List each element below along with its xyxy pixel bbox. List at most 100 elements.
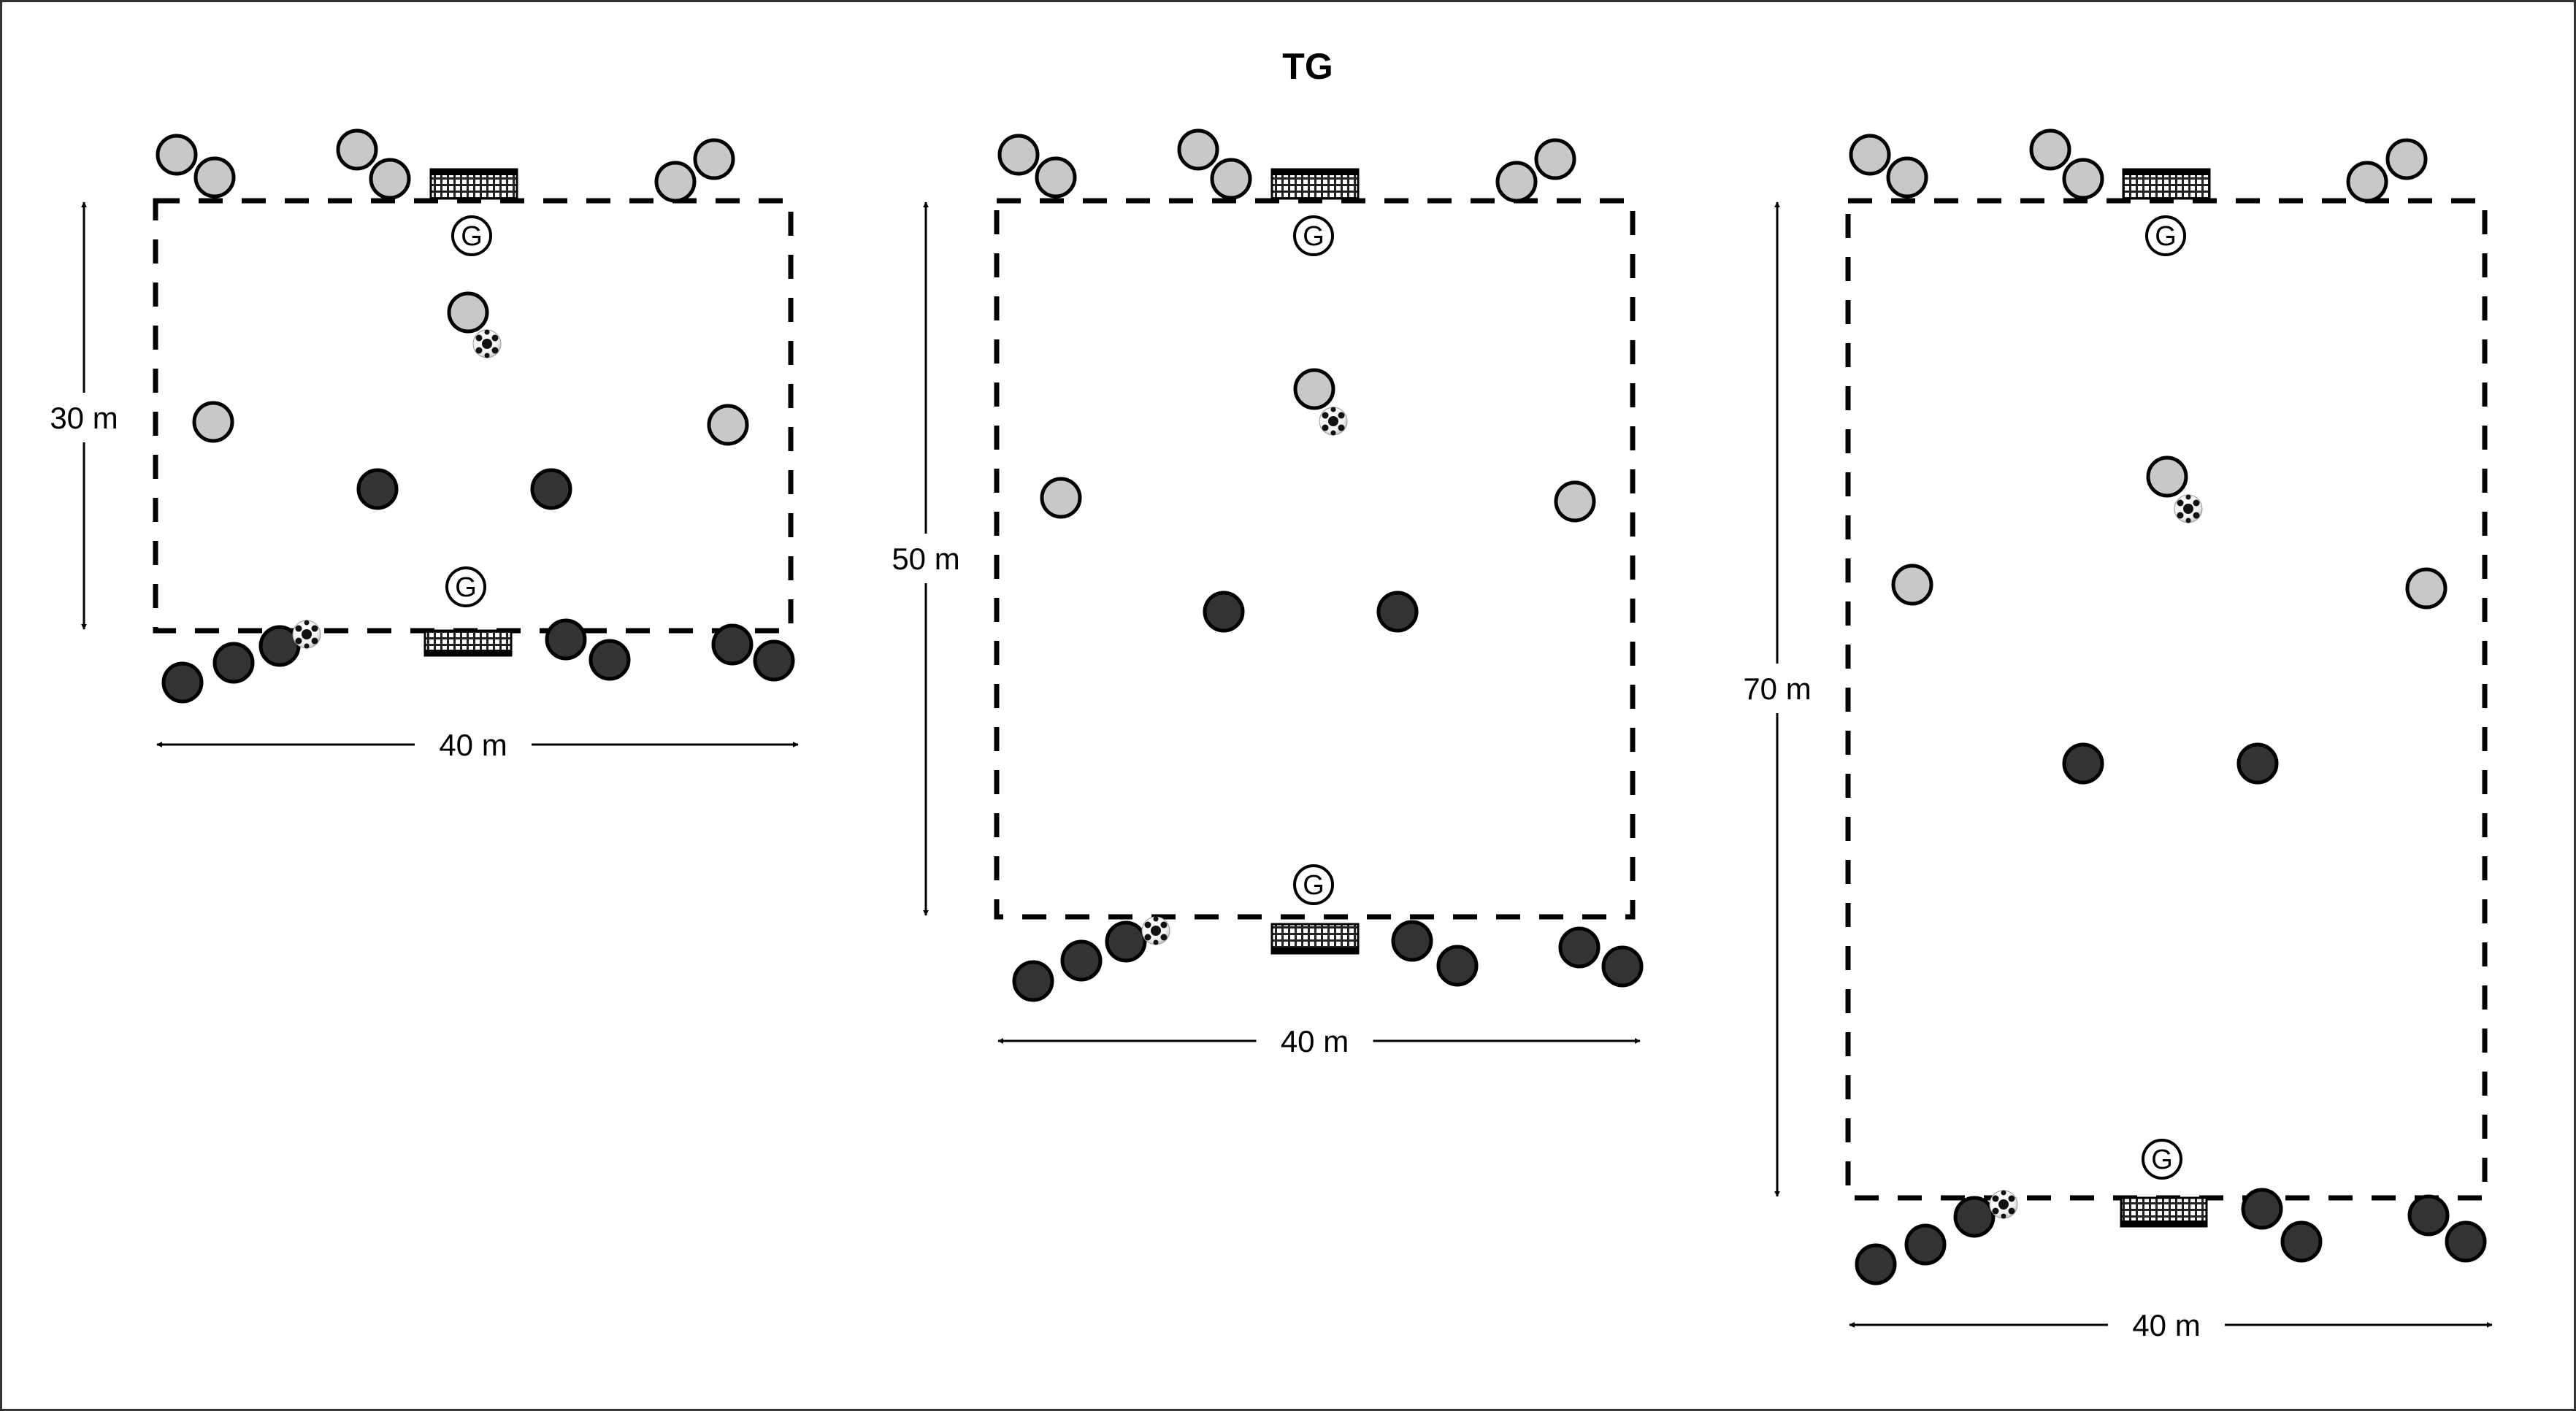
ball-patch [1322,412,1329,419]
player-light-team [369,158,411,200]
ball-patch [2001,1213,2006,1219]
player-dark-team [545,618,587,661]
player-light-team [2385,138,2428,180]
ball-patch [1330,430,1336,436]
width-label: 40 m [1281,1024,1349,1058]
player-light-team [693,138,735,180]
ball-patch [1144,934,1151,941]
player-light-team [1891,564,1933,606]
ball-patch [1322,424,1329,431]
goalkeeper-circle [451,215,492,256]
ball-patch [304,620,310,626]
ball-icon [472,329,502,358]
goal-crossbar [425,650,511,655]
width-label: 40 m [439,728,507,762]
ball-patch [2193,512,2200,519]
ball-patch [1998,1199,2009,1210]
goalkeeper-circle [1293,864,1334,905]
pitch-30m: 30 m 40 m G G [50,128,799,762]
player-light-team [1040,477,1082,519]
player-light-team [654,161,697,203]
ball-patch [1160,934,1168,941]
ball-patch [1153,939,1159,945]
player-dark-team [2062,742,2104,785]
player-dark-team [1904,1223,1947,1266]
player-dark-team [1855,1243,1897,1285]
ball-patch [1330,407,1336,412]
goalkeeper-marker: G [2142,1139,2182,1180]
player-light-team [1035,156,1077,199]
goal-crossbar [2123,169,2209,175]
width-label: 40 m [2132,1308,2200,1342]
pitch-boundary [1845,198,2488,1201]
pitch-50m: 50 m40 mGG [892,128,1644,1058]
ball-patch [2177,499,2184,507]
goalkeeper-label: G [461,221,483,252]
ball-patch [2185,518,2191,523]
ball-patch [2193,499,2200,507]
length-label: 30 m [50,401,118,435]
player-dark-team [1060,939,1103,982]
ball-patch [295,637,302,645]
player-light-team [1534,138,1576,180]
player-light-team [2346,161,2388,203]
goalkeeper-marker: G [2145,215,2186,256]
ball-patch [2008,1195,2015,1202]
goalkeeper-label: G [1303,221,1325,252]
player-light-team [1293,368,1335,410]
player-dark-team [753,639,795,682]
goal-crossbar [1272,169,1358,175]
goal-crossbar [2121,1220,2207,1226]
player-light-team [192,401,234,443]
pitch-70m: 70 m 40 m G G [1743,128,2493,1342]
player-dark-team [356,468,399,510]
goal-icon [429,168,518,200]
ball-patch [482,339,492,349]
player-light-team [447,291,489,334]
player-light-team [997,134,1040,176]
player-dark-team [161,661,204,704]
player-light-team [1495,161,1538,203]
ball-patch [1328,416,1338,426]
pitch-boundary [994,198,1636,920]
ball-patch [475,334,483,342]
player-dark-team [1203,591,1245,633]
player-dark-team [2241,1188,2283,1230]
player-light-team [193,156,236,199]
ball-patch [2008,1207,2015,1215]
length-label: 50 m [892,542,959,576]
ball-patch [1992,1207,1999,1215]
player-light-team [2405,567,2447,610]
ball-patch [311,637,318,645]
player-dark-team [530,468,572,510]
ball-patch [295,625,302,632]
player-light-team [707,404,749,446]
player-dark-team [1436,945,1479,987]
goalkeeper-label: G [455,572,477,603]
player-dark-team [1105,920,1147,963]
player-light-team [2146,455,2188,498]
goalkeeper-marker: G [1293,215,1334,256]
player-dark-team [589,639,631,681]
player-dark-team [2407,1194,2450,1237]
player-light-team [1554,480,1596,523]
goal-crossbar [431,169,517,175]
ball-patch [1153,916,1159,922]
goalkeeper-circle [2142,1139,2182,1180]
length-label: 70 m [1743,672,1811,706]
ball-patch [1151,926,1161,936]
ball-patch [1992,1195,1999,1202]
ball-patch [491,334,499,342]
pitch-boundary [153,198,794,634]
goal-icon [2120,1196,2208,1228]
player-dark-team [1558,926,1601,969]
player-light-team [2062,158,2104,200]
ball-patch [2183,504,2193,514]
ball-patch [311,625,318,632]
diagram-title: TG [1282,46,1333,87]
player-dark-team [212,642,255,684]
ball-patch [1144,921,1151,929]
player-light-team [1210,158,1252,200]
ball-icon [2174,494,2203,523]
player-dark-team [1601,945,1644,988]
